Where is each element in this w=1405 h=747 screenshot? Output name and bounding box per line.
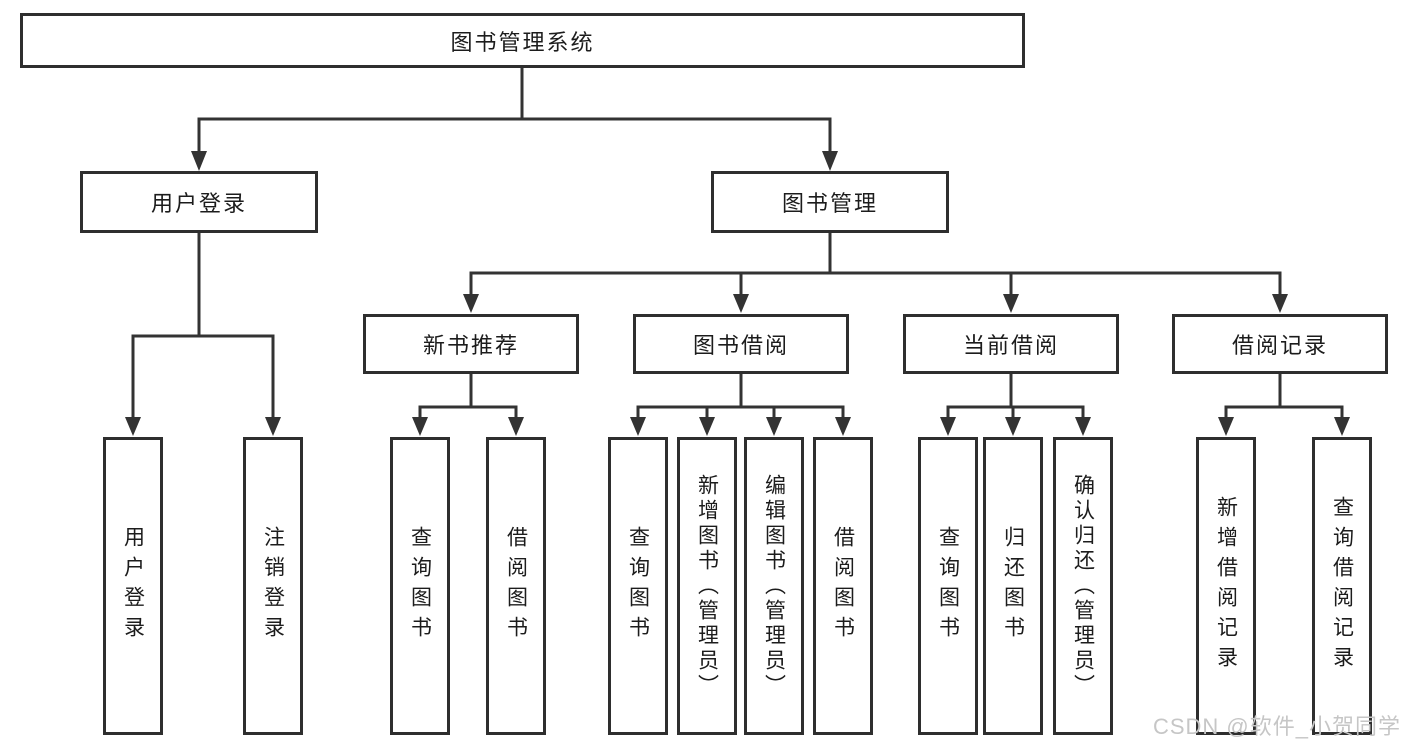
leaf-logout: 注销登录	[243, 437, 303, 735]
leaf-borrow-books-recommend: 借阅图书	[486, 437, 546, 735]
watermark: CSDN @软件_小贺同学	[1152, 714, 1401, 739]
node-library-system: 图书管理系统	[20, 13, 1025, 68]
node-book-borrow: 图书借阅	[633, 314, 849, 374]
leaf-query-borrow-record: 查询借阅记录	[1312, 437, 1372, 735]
leaf-return-book: 归还图书	[983, 437, 1043, 735]
leaf-confirm-return-admin: 确认归还（管理员）	[1053, 437, 1113, 735]
leaf-borrow-books-borrow: 借阅图书	[813, 437, 873, 735]
leaf-user-login: 用户登录	[103, 437, 163, 735]
arrowhead-icons	[125, 151, 1350, 436]
node-borrow-records: 借阅记录	[1172, 314, 1388, 374]
leaf-query-books-recommend: 查询图书	[390, 437, 450, 735]
leaf-query-books-current: 查询图书	[918, 437, 978, 735]
node-book-management: 图书管理	[711, 171, 949, 233]
leaf-add-borrow-record: 新增借阅记录	[1196, 437, 1256, 735]
leaf-query-books-borrow: 查询图书	[608, 437, 668, 735]
node-current-borrow: 当前借阅	[903, 314, 1119, 374]
leaf-add-book-admin: 新增图书（管理员）	[677, 437, 737, 735]
node-user-login: 用户登录	[80, 171, 318, 233]
leaf-edit-book-admin: 编辑图书（管理员）	[744, 437, 804, 735]
node-new-book-recommend: 新书推荐	[363, 314, 579, 374]
